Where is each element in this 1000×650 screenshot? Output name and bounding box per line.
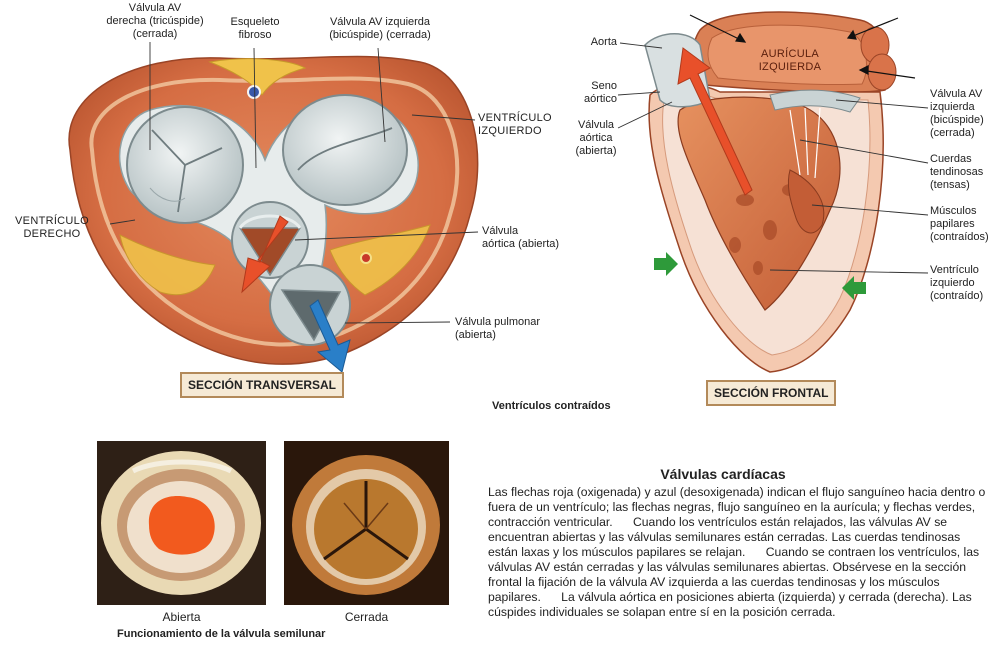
transverse-leaders [109,42,479,324]
label-papillary-line2: papilares [930,218,975,230]
left-atrium-inner [707,24,867,86]
label-tricuspid-line2: derecha (tricúspide) [106,15,204,27]
explanation-title: Válvulas cardíacas [660,466,786,482]
contraction-arrow-left [654,252,678,276]
figure-caption: Ventrículos contraídos [492,400,611,412]
label-left-ventricle-line1: VENTRÍCULO [478,112,552,124]
label-papillary-muscles: Músculos papilares (contraídos) [930,205,989,244]
pulmonary-valve-open [269,264,351,346]
photo-open-label: Abierta [162,610,201,624]
deoxygenated-arrow [309,299,351,373]
label-fibrous-line1: Esqueleto [230,16,280,28]
label-aorta: Aorta [590,36,617,48]
label-aortic-frontal-line1: Válvula [577,119,615,131]
label-aortic-transverse-line2: aórtica (abierta) [482,238,560,250]
coronary-fat [208,58,307,96]
label-lv-frontal: Ventrículo izquierdo (contraído) [930,264,983,303]
label-right-ventricle-line2: DERECHO [23,228,81,240]
label-left-atrium-line2: IZQUIERDA [758,61,822,73]
frontal-section [617,11,929,373]
label-papillary-line1: Músculos [930,205,977,217]
frontal-section-tag: SECCIÓN FRONTAL [706,380,837,406]
semilunar-function-title: Funcionamiento de la válvula semilunar [117,628,326,640]
label-aortic-valve-transverse: Válvula aórtica (abierta) [482,225,559,251]
photo-valve-open [97,441,266,605]
label-chordae-line3: (tensas) [930,179,970,191]
label-fibrous-line2: fibroso [238,29,272,41]
tricuspid-valve [126,106,244,224]
photo-closed-label: Cerrada [344,610,389,624]
label-left-atrium-line1: AURÍCULA [760,48,820,60]
label-papillary-line3: (contraídos) [930,231,989,243]
mitral-valve-closed [769,89,861,113]
label-chordae-line1: Cuerdas [930,153,972,165]
photo-closed-image [284,441,449,605]
photo-open-image [97,441,266,605]
label-left-ventricle-line2: IZQUIERDO [478,125,542,137]
label-aortic-transverse-line1: Válvula [482,225,519,237]
label-aortic-frontal-line2: aórtica [579,132,613,144]
transverse-section [68,42,479,373]
label-right-ventricle: VENTRÍCULO DERECHO [2,215,102,241]
papillary-muscle [787,169,825,234]
explanation-body: Las flechas roja (oxigenada) y azul (des… [488,485,989,619]
label-aortic-sinus: Seno aórtico [560,80,617,106]
frontal-leaders [617,42,929,274]
label-pulmonary-line1: Válvula pulmonar [455,316,540,328]
label-mitral-line4: (cerrada) [930,127,975,139]
label-tricuspid-line1: Válvula AV [128,2,182,14]
label-lv-line3: (contraído) [930,290,984,302]
frontal-oxygenated-arrow [677,47,753,196]
label-sinus-line2: aórtico [583,93,617,105]
explanation-text: Válvulas cardíacas Las flechas roja (oxi… [488,466,988,620]
coronary-vessel [247,85,261,99]
label-lv-line2: izquierdo [930,277,975,289]
label-tricuspid-line3: (cerrada) [132,28,178,40]
label-pulmonary-line2: (abierta) [455,329,496,341]
contraction-arrow-right [842,276,866,300]
label-lv-line1: Ventrículo [930,264,979,276]
label-mitral-line2: izquierda [930,101,975,113]
label-mitral-valve: Válvula AV izquierda (bicúspide) (cerrad… [930,88,984,140]
label-pulmonary-valve: Válvula pulmonar (abierta) [455,316,540,342]
transverse-section-tag: SECCIÓN TRANSVERSAL [180,372,345,398]
label-fibrous-skeleton: Esqueleto fibroso [215,16,295,42]
label-aortic-frontal-line3: (abierta) [575,145,617,157]
label-chordae: Cuerdas tendinosas (tensas) [930,153,983,192]
label-bicuspid-line1: Válvula AV izquierda [329,16,431,28]
epicardial-band [89,76,460,347]
oxygenated-arrow [241,215,289,294]
label-mitral-line1: Válvula AV [930,88,983,100]
label-aortic-valve-frontal: Válvula aórtica (abierta) [566,119,626,158]
label-bicuspid-valve: Válvula AV izquierda (bicúspide) (cerrad… [310,16,450,42]
label-left-ventricle: VENTRÍCULO IZQUIERDO [478,112,552,138]
photo-valve-closed [284,441,449,605]
coronary-fat-lower [119,234,216,296]
label-bicuspid-line2: (bicúspide) (cerrada) [329,29,431,41]
label-right-ventricle-line1: VENTRÍCULO [15,215,89,227]
coronary-vessel-right [360,252,372,264]
label-left-atrium: AURÍCULA IZQUIERDA [740,48,840,74]
label-chordae-line2: tendinosas [930,166,984,178]
label-mitral-line3: (bicúspide) [930,114,984,126]
label-tricuspid-valve: Válvula AV derecha (tricúspide) (cerrada… [90,2,220,41]
aorta-outflow [644,33,711,108]
label-sinus-line1: Seno [591,80,617,92]
coronary-fat-right [329,224,431,296]
bicuspid-valve [282,94,408,206]
atrial-flow-arrows [689,14,916,79]
